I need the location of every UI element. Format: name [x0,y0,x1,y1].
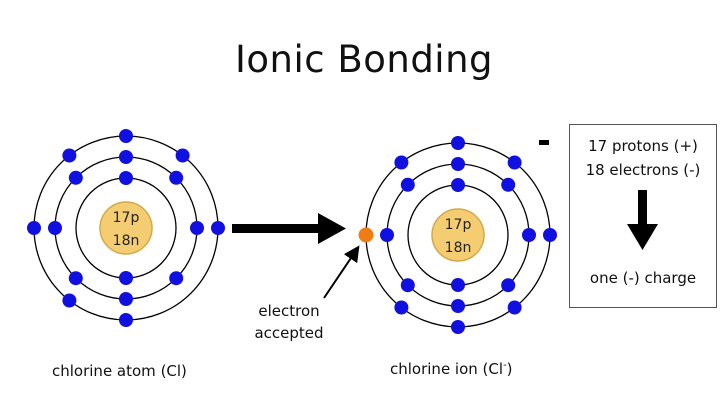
ion-electron-s3-7 [507,300,522,315]
atom-electron-s2-4 [48,221,62,235]
ion-caption-base: chlorine ion (Cl [390,360,504,378]
atom-electron-s2-1 [119,150,133,164]
accepted-electron [358,227,374,243]
electron-note-line1: electron [258,302,320,320]
ion-caption-sup: - [503,360,507,371]
chlorine-ion: 17p 18n [358,136,557,334]
ion-charge-sign [539,140,549,145]
ion-electron-s2-4 [380,228,394,242]
atom-electron-s3-7 [62,293,77,308]
ion-electron-s3-1 [451,136,465,150]
ion-electron-s1-1 [451,178,465,192]
charge-box: 17 protons (+) 18 electrons (-) one (-) … [569,124,717,308]
slide-title: Ionic Bonding [234,38,494,81]
ion-electron-s2-5 [501,177,516,192]
atom-caption: chlorine atom (Cl) [52,362,187,380]
electron-note-line2: accepted [254,324,324,342]
ion-electron-s3-3 [543,228,557,242]
ion-protons-label: 17p [445,217,472,233]
atom-electrons [27,129,225,327]
ion-electron-s3-5 [507,155,522,170]
ion-electron-s3-6 [394,300,409,315]
ion-caption: chlorine ion (Cl-) [390,360,513,378]
atom-electron-s1-2 [119,271,133,285]
atom-electron-s3-5 [62,148,77,163]
ion-electron-s2-3 [522,228,536,242]
ion-electrons [380,136,557,334]
atom-nucleus [99,201,153,255]
right-arrow-icon [232,213,346,244]
atom-protons-label: 17p [113,210,140,226]
atom-electron-s2-5 [169,170,184,185]
ion-electron-s2-1 [451,157,465,171]
atom-electron-s3-2 [119,313,133,327]
ion-electron-s2-7 [501,278,516,293]
atom-electron-s2-3 [190,221,204,235]
ion-electron-s2-2 [451,299,465,313]
charge-box-electrons: 18 electrons (-) [585,161,701,179]
ion-electron-s2-6 [400,177,415,192]
atom-electron-s3-4 [27,221,41,235]
charge-box-result: one (-) charge [589,269,697,287]
electron-note: electron accepted [244,300,334,344]
chlorine-atom: 17p 18n [27,129,225,327]
atom-electron-s2-7 [169,271,184,286]
ion-electron-s1-2 [451,278,465,292]
ion-electron-s2-8 [400,278,415,293]
ion-electron-s3-2 [451,320,465,334]
atom-electron-s3-6 [175,148,190,163]
atom-electron-s1-1 [119,171,133,185]
down-arrow-icon [627,190,658,250]
atom-neutrons-label: 18n [113,233,140,249]
atom-electron-s2-6 [68,170,83,185]
ion-neutrons-label: 18n [445,240,472,256]
atom-electron-s2-8 [68,271,83,286]
atom-electron-s2-2 [119,292,133,306]
ion-nucleus [431,208,485,262]
pointer-arrow-icon [323,245,360,299]
ion-electron-s3-4 [394,155,409,170]
ion-caption-end: ) [506,360,513,378]
charge-box-protons: 17 protons (+) [588,137,698,155]
atom-electron-s3-3 [211,221,225,235]
atom-electron-s3-1 [119,129,133,143]
